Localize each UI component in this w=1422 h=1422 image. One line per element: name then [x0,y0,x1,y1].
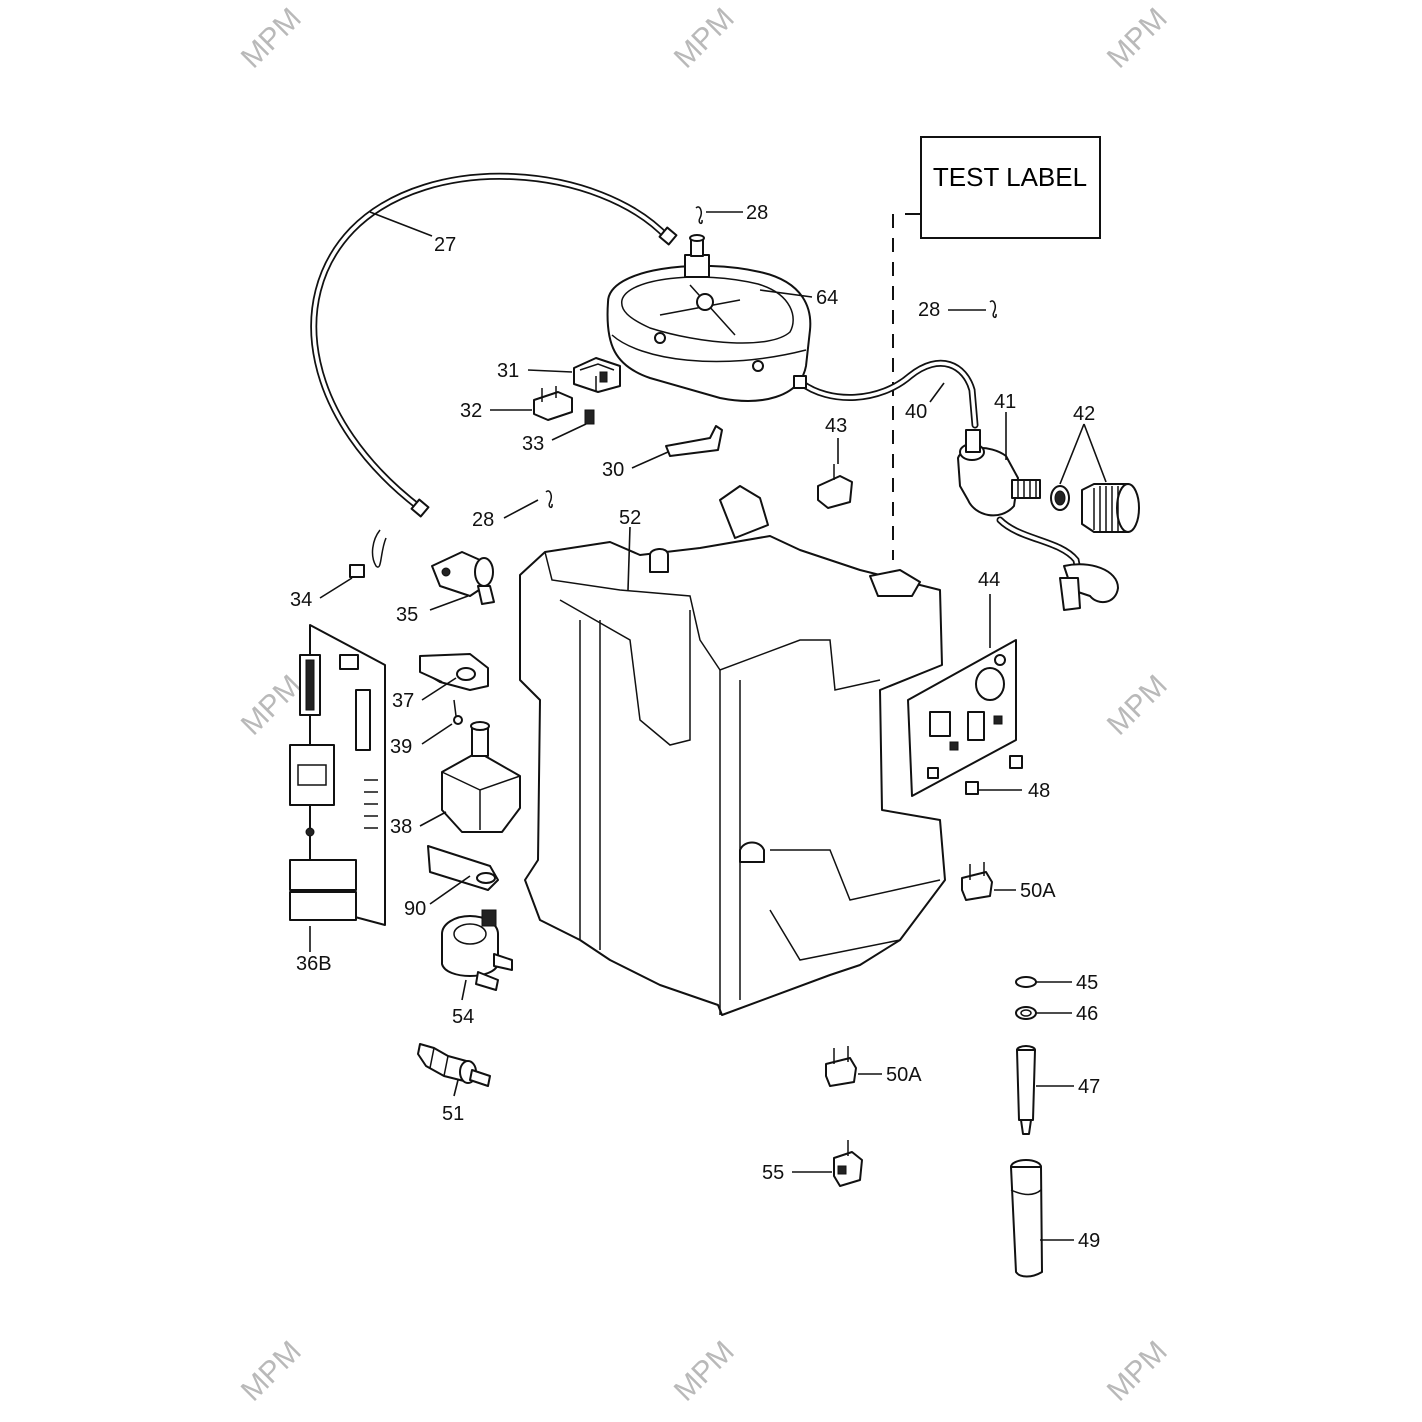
watermark-top-left: MPM [235,2,308,75]
callout-32: 32 [460,400,482,422]
part-38-pump: 38 [390,721,521,838]
test-label-box: TEST LABEL [892,136,1101,560]
part-45-oring: 45 [1015,972,1098,994]
part-41-steam-valve: 41 [957,391,1119,611]
part-39-clip: 39 [390,699,463,758]
part-40-tube: 40 [793,359,979,429]
callout-54: 54 [452,1006,474,1028]
part-90-bracket: 90 [404,845,499,920]
part-52-housing: 52 [519,485,946,1016]
callout-43: 43 [825,415,847,437]
part-27-tube [310,172,678,518]
part-37-bracket: 37 [392,653,489,712]
callout-55: 55 [762,1162,784,1184]
callout-46: 46 [1076,1003,1098,1025]
callout-37: 37 [392,690,414,712]
part-30-lever: 30 [602,425,723,481]
part-46-oring: 46 [1015,1003,1098,1025]
part-49-sleeve: 49 [1010,1159,1100,1278]
callout-28-top: 28 [746,202,768,224]
part-43-clip: 43 [817,415,853,509]
callout-40: 40 [905,401,927,423]
part-64-boiler: 64 [606,234,838,402]
part-54-flowmeter: 54 [441,909,513,1028]
part-32-connector: 32 [460,386,573,422]
callout-47: 47 [1078,1076,1100,1098]
callout-34: 34 [290,589,312,611]
callout-27: 27 [434,234,456,256]
part-36b-power-board: 36B [289,624,386,975]
part-34-cable: 34 [290,529,387,611]
callout-50a-lower: 50A [886,1064,922,1086]
watermark-mid-right: MPM [1101,669,1174,742]
part-50a-connector-lower: 50A [825,1046,922,1087]
part-44-control-board: 44 [907,569,1017,797]
test-label-text: TEST LABEL [933,162,1087,192]
callout-42: 42 [1073,403,1095,425]
part-28-clips: 28 28 28 [472,202,997,531]
watermark-top-center: MPM [668,2,741,75]
part-35-solenoid-valve: 35 [396,551,495,626]
callout-51: 51 [442,1103,464,1125]
callout-50a-upper: 50A [1020,880,1056,902]
watermark-bottom-left: MPM [235,1335,308,1408]
callout-33: 33 [522,433,544,455]
callout-39: 39 [390,736,412,758]
part-55-switch: 55 [762,1140,863,1187]
callout-36b: 36B [296,953,332,975]
part-42-knob: 42 [1050,403,1140,533]
callout-28-right: 28 [918,299,940,321]
watermark-top-right: MPM [1101,2,1174,75]
part-33-spring: 33 [522,409,595,455]
callout-41: 41 [994,391,1016,413]
part-47-nozzle: 47 [1016,1045,1100,1135]
callout-52: 52 [619,507,641,529]
callout-38: 38 [390,816,412,838]
callout-31: 31 [497,360,519,382]
watermark-bottom-right: MPM [1101,1335,1174,1408]
callout-48: 48 [1028,780,1050,802]
callout-64: 64 [816,287,838,309]
callout-44: 44 [978,569,1000,591]
callout-30: 30 [602,459,624,481]
part-48-screws: 48 [965,755,1050,802]
part-50a-connector-upper: 50A [961,862,1056,902]
callout-35: 35 [396,604,418,626]
part-51-valve: 51 [417,1043,491,1125]
callout-90: 90 [404,898,426,920]
callout-28-left: 28 [472,509,494,531]
watermark-bottom-center: MPM [668,1335,741,1408]
watermark-mid-left: MPM [235,669,308,742]
part-31-clamp: 31 [497,357,621,393]
callout-45: 45 [1076,972,1098,994]
callout-49: 49 [1078,1230,1100,1252]
